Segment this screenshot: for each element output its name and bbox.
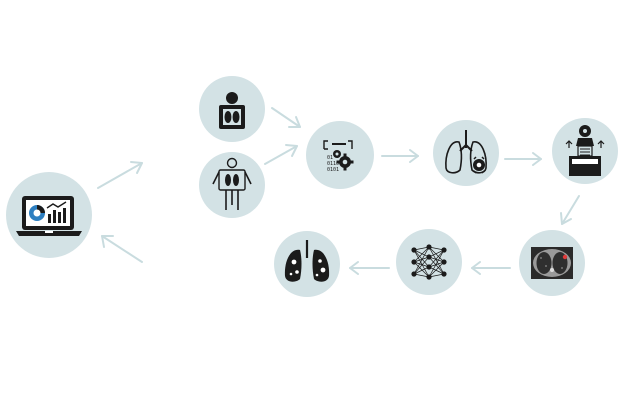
- arrow-processing-to-lungs: [381, 149, 419, 163]
- patient-chest-xray-icon: [219, 92, 245, 129]
- svg-text:01 •: 01 •: [327, 155, 339, 161]
- arrow-lungs-to-scanner: [504, 152, 542, 166]
- svg-text:0110: 0110: [327, 161, 339, 167]
- arrow-ctimage-to-network: [471, 261, 511, 275]
- lungs-analysis-icon: [445, 130, 487, 174]
- diseased-lungs-icon: [284, 240, 330, 282]
- arrow-dashboard-up: [97, 161, 143, 189]
- arrow-scanner-to-ctimage: [560, 195, 580, 225]
- node-lung-analysis: [433, 120, 499, 186]
- laptop-analytics-icon: [16, 196, 82, 236]
- neural-network-icon: [411, 244, 447, 280]
- node-ct-image: [519, 230, 585, 296]
- data-processing-gears-icon: 01 • 0110 0101: [323, 140, 354, 173]
- arrow-patient-to-processing: [271, 107, 301, 128]
- arrow-dashboard-down: [101, 235, 143, 263]
- node-patient-scan: [199, 76, 265, 142]
- arrow-network-to-lungs: [349, 261, 390, 275]
- node-dashboard: [6, 172, 92, 258]
- node-diseased-lungs: [274, 231, 340, 297]
- node-neural-network: [396, 229, 462, 295]
- node-data-processing: 01 • 0110 0101: [306, 121, 374, 189]
- node-ct-scanner: [552, 118, 618, 184]
- svg-text:0101: 0101: [327, 167, 339, 173]
- ct-scanner-icon: [565, 125, 605, 176]
- full-body-xray-icon: [212, 157, 252, 210]
- ct-lung-image-icon: [531, 247, 573, 279]
- node-body-xray: [199, 152, 265, 218]
- arrow-xray-to-processing: [264, 144, 298, 165]
